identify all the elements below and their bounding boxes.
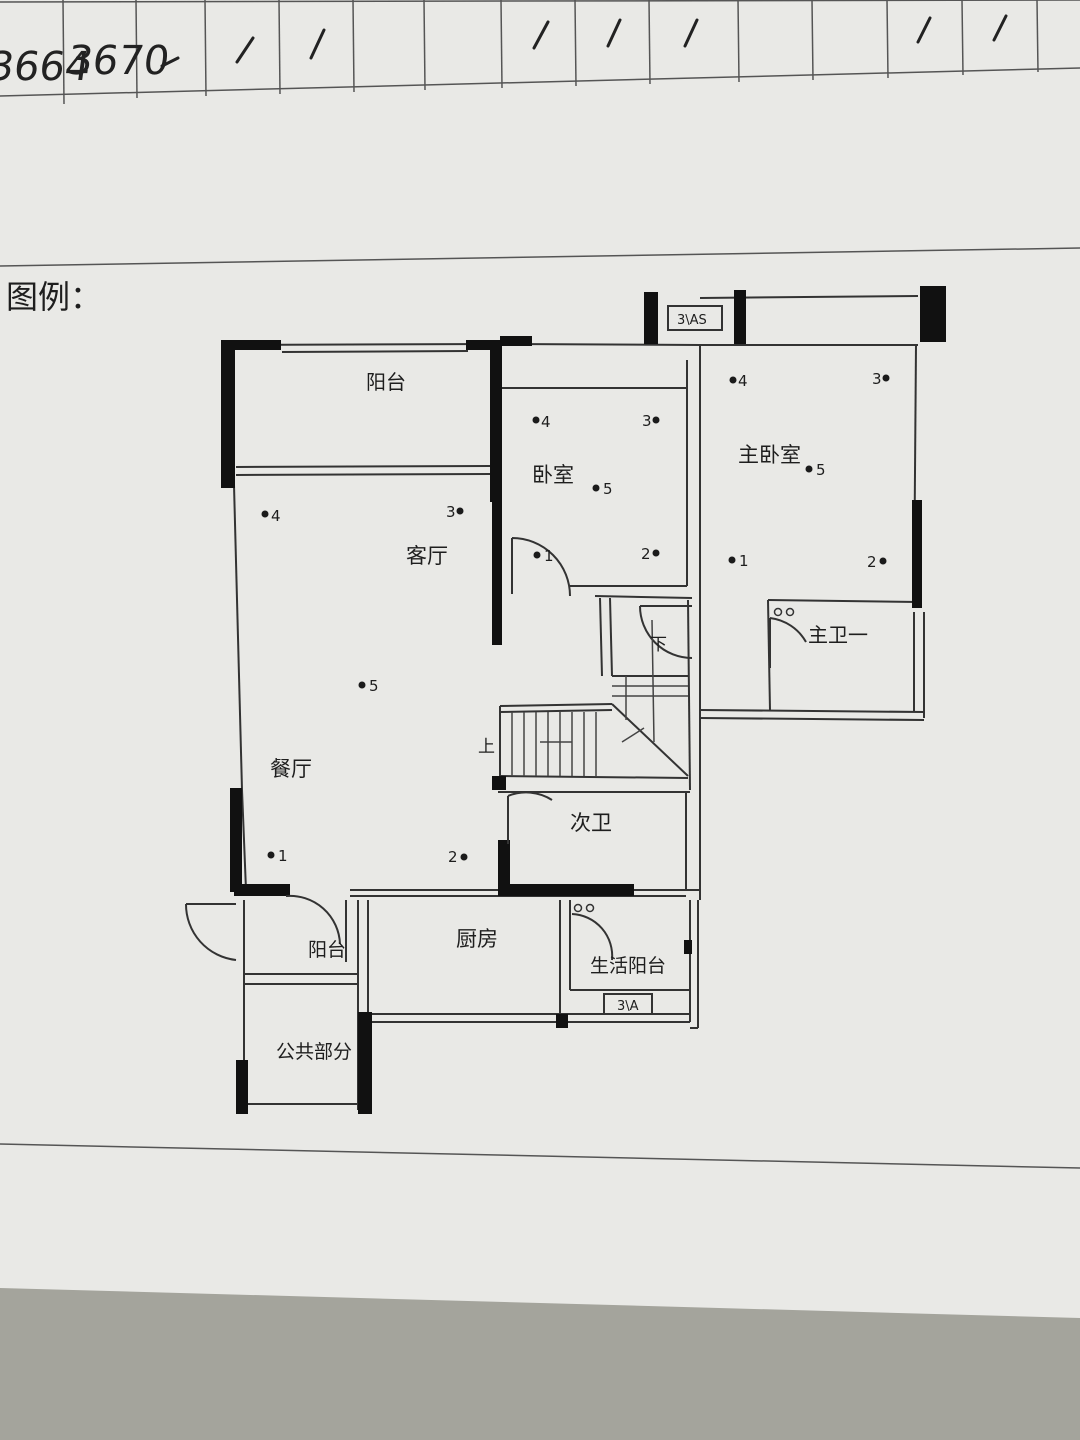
plan-walls — [221, 286, 946, 1114]
ac-label-bottom: 3\A — [617, 999, 639, 1014]
slash-marks — [160, 14, 1008, 68]
room-master-bedroom: 主卧室 — [738, 443, 801, 467]
stair-down-label: 下 — [650, 635, 667, 655]
stair-treads — [511, 619, 688, 776]
fixture-circles — [573, 607, 795, 913]
point-label: 4 — [738, 372, 748, 390]
measure-points: 4 3 5 1 2 4 3 5 1 2 4 3 5 1 — [261, 370, 890, 866]
point-label: 5 — [369, 677, 379, 695]
point-label: 5 — [816, 461, 826, 479]
ac-label-top: 3\AS — [677, 313, 707, 328]
room-kitchen: 厨房 — [456, 927, 498, 951]
ac-unit-bottom — [603, 993, 653, 1015]
data-table — [0, 0, 1080, 105]
point-label: 2 — [448, 848, 458, 866]
point-label: 3 — [642, 412, 652, 430]
point-label: 1 — [278, 847, 288, 865]
room-living-room: 客厅 — [406, 544, 448, 568]
legend-frame — [0, 247, 1080, 1169]
room-second-bath: 次卫 — [570, 811, 612, 835]
legend-heading: 图例： — [6, 278, 102, 316]
point-label: 5 — [603, 480, 613, 498]
plan-lines — [221, 295, 925, 1110]
point-label: 3 — [446, 503, 456, 521]
room-utility-balcony: 生活阳台 — [590, 955, 666, 977]
door-swings — [184, 537, 807, 961]
point-label: 4 — [271, 507, 281, 525]
room-balcony-bottom: 阳台 — [308, 939, 346, 961]
room-balcony-top: 阳台 — [366, 370, 406, 394]
handwritten-cell-2: 3670 — [64, 38, 172, 84]
paper-sheet — [0, 0, 1080, 1318]
room-dining: 餐厅 — [270, 757, 312, 781]
point-label: 1 — [544, 547, 554, 565]
point-label: 4 — [541, 413, 551, 431]
ac-unit-top — [667, 305, 723, 331]
floor-plan: 3\AS 3\A 阳台 客厅 卧室 主卧室 餐厅 主卫一 次卫 厨房 阳台 生活… — [184, 286, 946, 1114]
room-bedroom: 卧室 — [532, 463, 574, 487]
handwritten-cell-1: 3664 — [0, 44, 94, 90]
room-master-bath: 主卫一 — [808, 623, 868, 647]
stair-up-label: 上 — [478, 737, 495, 757]
point-label: 2 — [641, 545, 651, 563]
point-label: 1 — [739, 552, 749, 570]
room-public-area: 公共部分 — [276, 1041, 352, 1063]
point-label: 2 — [867, 553, 877, 571]
point-label: 3 — [872, 370, 882, 388]
